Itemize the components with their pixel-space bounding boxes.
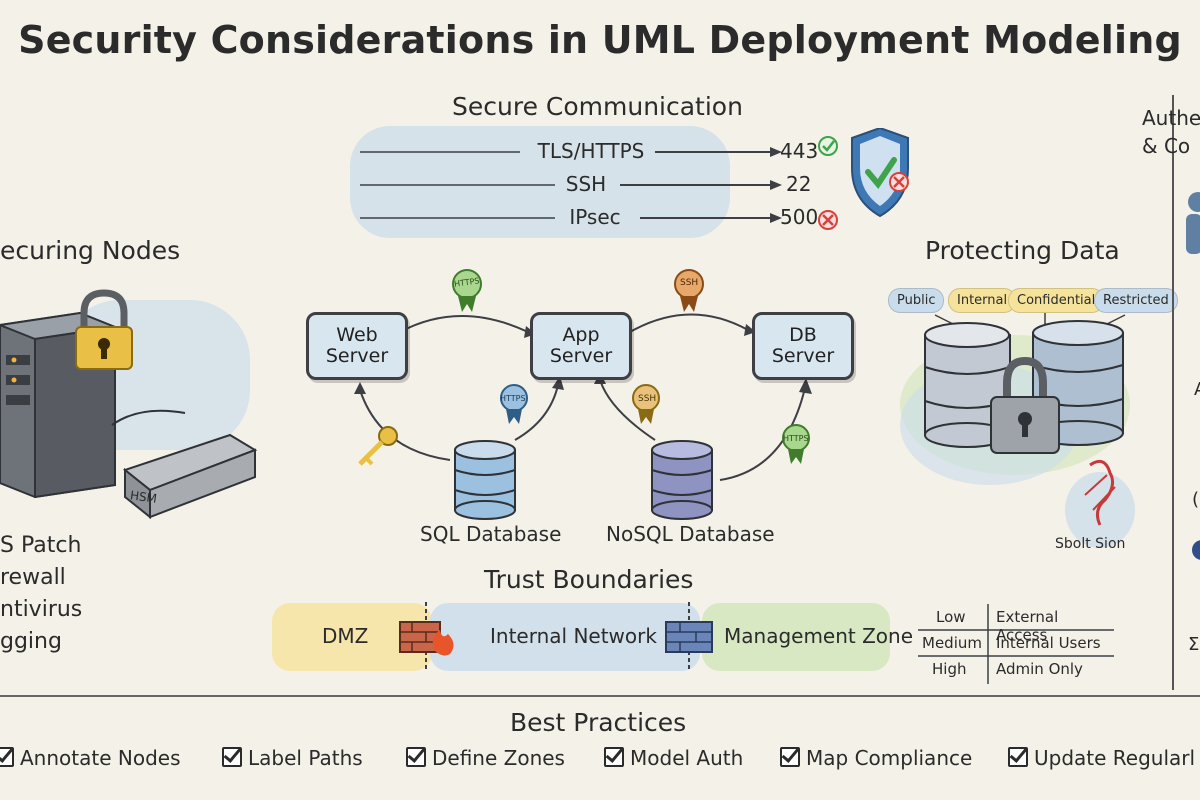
seal-label: Sbolt Sion [1055,536,1126,552]
shield-icon [851,128,909,218]
hsm-device-icon [122,433,258,520]
column-divider [1172,95,1174,690]
best-practice-item: Annotate Nodes [0,745,181,770]
protocol-label-tls: TLS/HTTPS [537,139,645,163]
checkbox-icon [1008,747,1028,767]
securing-nodes-heading: ecuring Nodes [0,236,181,265]
badge-label-https: HTTPS [500,394,526,403]
checkbox-icon [222,747,242,767]
badge-label-https: HTTPS [783,434,809,443]
cross-icon [818,210,838,230]
data-tag-public: Public [888,288,945,313]
app-server-node[interactable]: App Server [530,312,632,380]
nosql-database-icon [651,440,713,520]
certificate-badge-icon [500,384,528,424]
badge-label-ssh: SSH [638,394,657,404]
trust-boundaries-heading: Trust Boundaries [484,565,694,594]
lock-icon [990,356,1060,454]
svg-text:A: A [1194,379,1200,400]
protocol-label-ipsec: IPsec [569,205,621,229]
certificate-badge-icon [782,424,810,464]
svg-text:(: ( [1192,489,1199,510]
certificate-badge-icon [452,269,482,312]
best-practice-item: Map Compliance [780,745,972,770]
checkbox-icon [780,747,800,767]
page-title: Security Considerations in UML Deploymen… [18,18,1182,62]
best-practices-heading: Best Practices [510,708,687,737]
best-practice-item: Label Paths [222,745,363,770]
badge-label-ssh: SSH [680,278,699,288]
table-grid [918,604,1114,684]
globe-icon [1192,540,1200,560]
port-500: 500 [780,205,819,229]
auth-heading-line2: & Co [1142,134,1191,158]
table-cell: External Access [996,608,1059,644]
list-item: ntivirus [0,597,83,622]
protocol-label-ssh: SSH [565,172,607,196]
internal-network-zone [430,603,700,671]
node-hardening-list: S Patch rewall ntivirus gging [0,530,82,658]
sql-database-icon [454,440,516,520]
list-item: gging [0,629,62,654]
auth-heading: Authe & Co [1142,104,1200,160]
certificate-badge-icon [674,269,704,312]
management-zone [702,603,890,671]
firewall-icon [665,621,713,653]
deployment-connections [354,269,812,520]
auth-icons-cropped: A ( Σ [1186,192,1200,655]
table-cell: Low [936,608,966,626]
zone-label-management: Management Zone [724,624,914,648]
web-server-node[interactable]: Web Server [306,312,408,380]
key-icon [358,426,398,466]
auth-heading-line1: Authe [1142,106,1200,130]
checkbox-icon [0,747,14,767]
secure-communication-section: Secure Communication [452,92,752,121]
firewall-icon [399,621,454,656]
list-item: rewall [0,565,66,590]
secure-comm-lines [360,128,909,230]
table-cell: Internal Users [996,634,1101,652]
checkbox-icon [406,747,426,767]
db-server-node[interactable]: DB Server [752,312,854,380]
svg-text:Σ: Σ [1188,634,1199,655]
firewalls [399,602,713,672]
table-cell: High [932,660,967,678]
zone-label-internal: Internal Network [490,624,657,648]
nosql-database-label: NoSQL Database [606,522,775,546]
sql-database-label: SQL Database [420,522,562,546]
protecting-data-heading: Protecting Data [925,236,1120,265]
secure-communication-heading: Secure Communication [452,92,743,121]
list-item: S Patch [0,533,82,558]
server-illustration [0,289,258,520]
checkbox-icon [604,747,624,767]
data-tag-restricted: Restricted [1094,288,1178,313]
secure-comm-wash [350,126,730,238]
port-22: 22 [786,172,812,196]
zone-label-dmz: DMZ [322,624,369,648]
cross-icon [889,172,909,192]
user-icon [1186,192,1200,254]
check-icon [818,136,838,156]
table-cell: Admin Only [996,660,1083,678]
seal-icon [1065,459,1135,548]
certificate-badge-icon [632,384,660,424]
best-practice-item: Update Regularl [1008,745,1195,770]
lock-icon [75,289,133,370]
best-practice-item: Model Auth [604,745,743,770]
data-tag-confidential: Confidential [1008,288,1105,313]
protecting-data-illustration [900,313,1135,548]
section-divider [0,695,1200,697]
table-cell: Medium [922,634,982,652]
data-tag-internal: Internal [948,288,1017,313]
port-443: 443 [780,139,819,163]
access-level-table: Low External Access Medium Internal User… [918,604,1114,684]
best-practice-item: Define Zones [406,745,565,770]
